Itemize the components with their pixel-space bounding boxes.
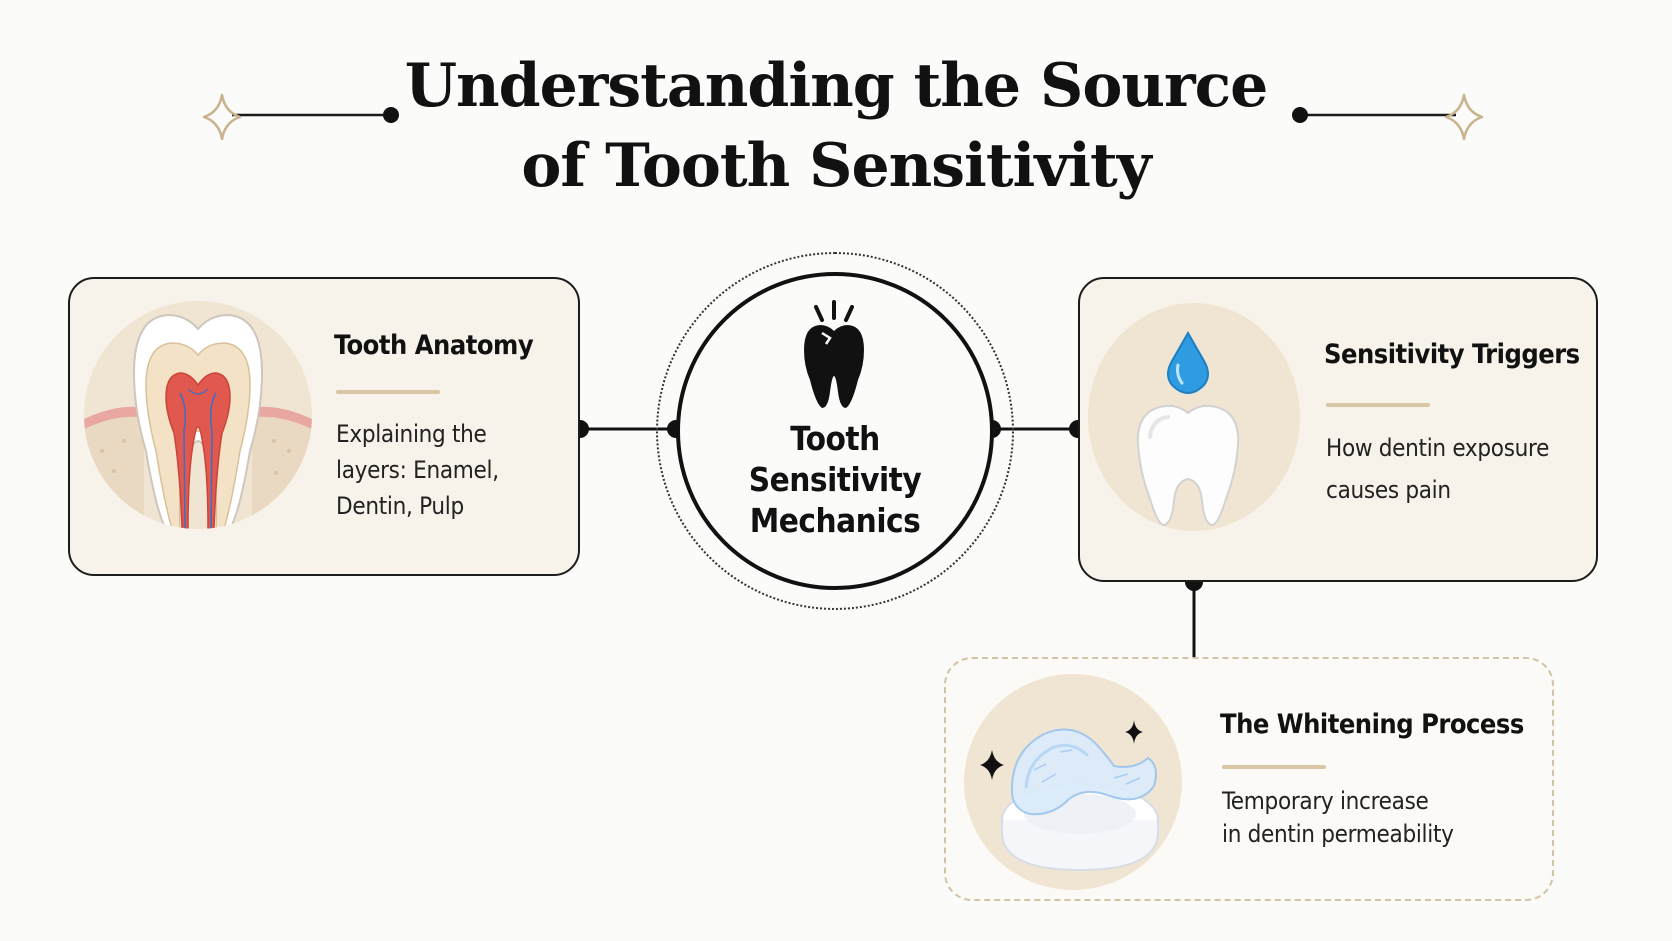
sensitivity-triggers-underline (1326, 403, 1430, 407)
title-line-1: Understanding the Source (404, 51, 1269, 121)
sparkle-icon-tray-right (1125, 720, 1143, 744)
title-rule-left (232, 107, 399, 123)
tooth-water-drop-icon (1136, 330, 1240, 527)
center-label-line-3: Mechanics (749, 501, 921, 540)
sparkle-icon-left (202, 93, 242, 141)
tooth-anatomy-card: Tooth Anatomy Explaining the layers: Ena… (68, 277, 580, 576)
center-label-line-1: Tooth (790, 419, 880, 458)
tooth-anatomy-line-1: Explaining the (336, 420, 487, 448)
connector-down (1185, 573, 1203, 657)
title-line-2: of Tooth Sensitivity (521, 131, 1151, 201)
whitening-process-description: Temporary increase in dentin permeabilit… (1222, 785, 1454, 851)
sensitivity-triggers-image (1088, 303, 1300, 531)
whitening-tray-icon (980, 720, 1159, 872)
sensitivity-triggers-line-1: How dentin exposure (1326, 434, 1550, 462)
sensitivity-triggers-description: How dentin exposure causes pain (1326, 427, 1549, 511)
water-drop-icon (1167, 330, 1209, 395)
sparkle-icon-tray-left (980, 750, 1004, 780)
sensitivity-triggers-title: Sensitivity Triggers (1324, 339, 1580, 370)
white-tooth-icon (1136, 404, 1240, 527)
tooth-anatomy-line-3: Dentin, Pulp (336, 492, 464, 520)
sensitivity-triggers-line-2: causes pain (1326, 476, 1451, 504)
sparkle-icon-right (1444, 93, 1484, 141)
tooth-anatomy-underline (336, 390, 440, 394)
center-hub-dotted-ring (656, 252, 1014, 610)
page-title: Understanding the Source of Tooth Sensit… (336, 46, 1336, 206)
center-label-line-2: Sensitivity (748, 460, 922, 499)
tooth-cross-section-icon (84, 313, 312, 529)
tooth-anatomy-description: Explaining the layers: Enamel, Dentin, P… (336, 416, 499, 524)
whitening-process-line-2: in dentin permeability (1222, 820, 1454, 848)
tooth-anatomy-image (84, 301, 312, 529)
whitening-process-card: The Whitening Process Temporary increase… (944, 657, 1554, 901)
center-hub-label: Tooth Sensitivity Mechanics (676, 418, 994, 541)
tooth-anatomy-line-2: layers: Enamel, (336, 456, 499, 484)
tooth-anatomy-title: Tooth Anatomy (334, 330, 534, 361)
title-rule-right (1292, 107, 1456, 123)
whitening-process-underline (1222, 765, 1326, 769)
whitening-process-image (964, 674, 1182, 890)
whitening-process-line-1: Temporary increase (1222, 787, 1429, 815)
whitening-process-title: The Whitening Process (1220, 709, 1524, 740)
sensitivity-triggers-card: Sensitivity Triggers How dentin exposure… (1078, 277, 1598, 582)
